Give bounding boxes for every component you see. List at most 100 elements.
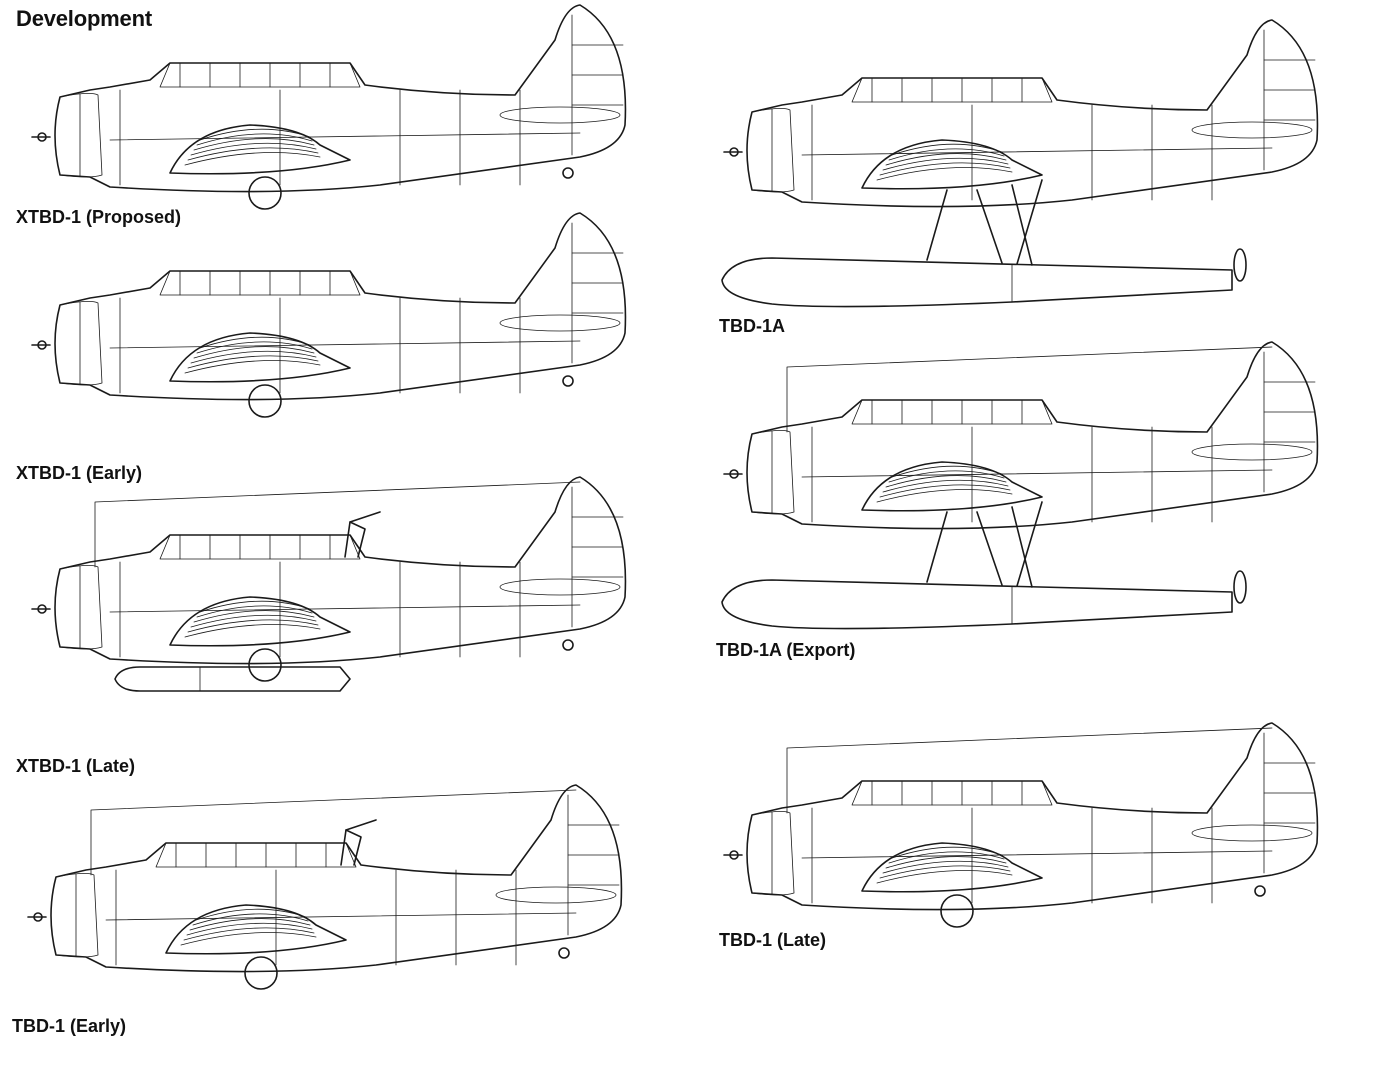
wing-hatching — [193, 138, 315, 151]
panel-line-horizontal — [801, 147, 1273, 156]
wing-hatching — [184, 152, 321, 166]
aircraft-tbd1a — [721, 19, 1319, 308]
main-wheel — [940, 894, 974, 928]
aerial-wire — [786, 727, 1273, 814]
variant-label-xtbd1-late: XTBD-1 (Late) — [16, 756, 136, 776]
aircraft-tbd1a-export — [721, 341, 1319, 630]
wing-hatching — [891, 465, 1003, 478]
wing-hatching — [199, 336, 311, 349]
panel-line-horizontal — [801, 469, 1273, 478]
horizontal-stabilizer — [499, 578, 621, 596]
water-rudder — [1233, 248, 1247, 282]
rear-gun-mount — [340, 829, 362, 866]
wing-hatching — [187, 355, 319, 369]
tail-wheel — [1254, 885, 1266, 897]
wing-hatching — [879, 484, 1011, 498]
wing-hatching — [876, 167, 1013, 181]
wing-hatching — [192, 913, 309, 926]
aircraft-drawing-tbd1-late — [723, 722, 1319, 928]
variant-label-tbd1a-export: TBD-1A (Export) — [716, 640, 856, 660]
torpedo — [114, 666, 351, 692]
wing-hatching — [184, 360, 321, 374]
aircraft-drawing-xtbd1-late — [31, 476, 627, 692]
horizontal-stabilizer — [495, 886, 617, 904]
rear-gun-barrel — [349, 511, 381, 523]
aircraft-drawing-tbd1-early — [27, 784, 623, 990]
wing-hatching — [885, 475, 1007, 488]
panel-line-horizontal — [109, 340, 581, 349]
main-wheel — [248, 176, 282, 210]
variant-label-tbd1a: TBD-1A — [719, 316, 785, 336]
aircraft-tbd1-early — [27, 784, 623, 990]
wing-hatching — [199, 128, 311, 141]
wing-hatching — [888, 470, 1005, 483]
variant-label-xtbd1-proposed: XTBD-1 (Proposed) — [16, 207, 182, 227]
aerial-wire — [94, 481, 581, 568]
engine-cowling — [751, 811, 795, 896]
wing-hatching — [888, 148, 1005, 161]
engine-cowling — [55, 873, 99, 958]
wing-hatching — [190, 350, 317, 364]
wing-root-fairing — [861, 842, 1043, 893]
wing-hatching — [891, 846, 1003, 859]
tail-wheel — [562, 375, 574, 387]
aircraft-xtbd1-late — [31, 476, 627, 692]
panel-line-horizontal — [801, 850, 1273, 859]
fuselage-outline — [746, 19, 1319, 208]
variant-label-tbd1-early: TBD-1 (Early) — [12, 1016, 127, 1036]
aircraft-tbd1-late — [723, 722, 1319, 928]
fuselage-outline — [50, 784, 623, 973]
engine-cowling — [59, 565, 103, 650]
tail-wheel — [558, 947, 570, 959]
wing-hatching — [193, 610, 315, 623]
aircraft-drawing-tbd1a-export — [721, 341, 1319, 630]
wing-root-fairing — [165, 904, 347, 955]
wing-hatching — [888, 851, 1005, 864]
rear-gun-barrel — [345, 819, 377, 831]
variant-label-tbd1-late: TBD-1 (Late) — [719, 930, 826, 950]
wing-hatching — [189, 918, 311, 931]
engine-cowling — [751, 430, 795, 515]
wing-root-fairing — [861, 139, 1043, 190]
canopy — [159, 534, 361, 560]
wing-hatching — [882, 860, 1009, 874]
aerial-wire — [786, 346, 1273, 433]
float-pontoon — [721, 579, 1233, 630]
engine-cowling — [59, 93, 103, 178]
wing-hatching — [193, 346, 315, 359]
aircraft-drawing-tbd1a — [721, 19, 1319, 308]
canopy — [851, 780, 1053, 806]
aircraft-xtbd1-proposed — [31, 4, 627, 210]
main-wheel — [248, 384, 282, 418]
wing-hatching — [882, 479, 1009, 493]
fuselage-outline — [54, 212, 627, 401]
canopy — [851, 399, 1053, 425]
horizontal-stabilizer — [1191, 824, 1313, 842]
water-rudder — [1233, 570, 1247, 604]
wing-hatching — [190, 614, 317, 628]
engine-cowling — [59, 301, 103, 386]
wing-hatching — [196, 341, 313, 354]
tail-wheel — [562, 167, 574, 179]
wing-hatching — [187, 147, 319, 161]
wing-root-fairing — [169, 124, 351, 175]
wing-hatching — [187, 619, 319, 633]
canopy — [159, 270, 361, 296]
wing-hatching — [885, 153, 1007, 166]
wing-hatching — [891, 143, 1003, 156]
wing-hatching — [183, 927, 315, 941]
wing-hatching — [885, 856, 1007, 869]
panel-line-horizontal — [109, 132, 581, 141]
horizontal-stabilizer — [499, 106, 621, 124]
fuselage-outline — [746, 341, 1319, 530]
wing-hatching — [186, 922, 313, 936]
wing-hatching — [184, 624, 321, 638]
fuselage-outline — [746, 722, 1319, 911]
canopy — [851, 77, 1053, 103]
main-wheel — [248, 648, 282, 682]
wing-hatching — [196, 133, 313, 146]
tail-wheel — [562, 639, 574, 651]
wing-hatching — [180, 932, 317, 946]
fuselage-outline — [54, 4, 627, 193]
